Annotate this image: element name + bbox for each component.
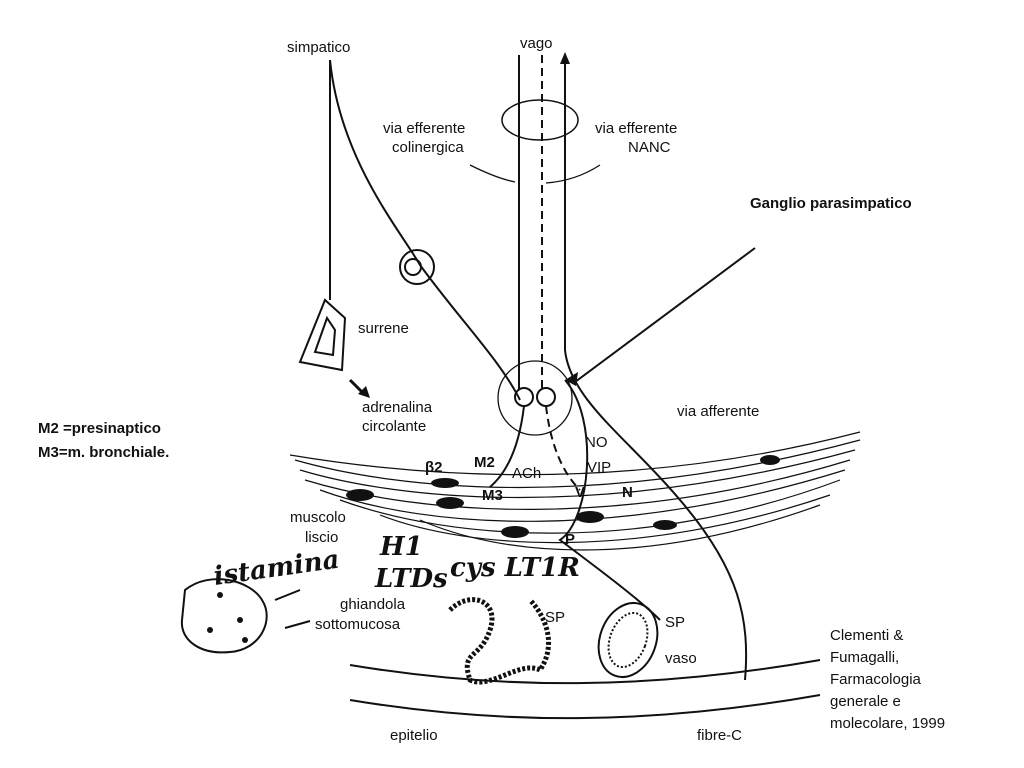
label-ach: ACh — [512, 465, 541, 482]
label-via-afferente: via afferente — [677, 403, 759, 420]
label-liscio: liscio — [305, 529, 338, 546]
note-m2: M2 =presinaptico — [38, 420, 161, 437]
citation: Clementi & Fumagalli, Farmacologia gener… — [830, 627, 945, 732]
label-circolante: circolante — [362, 418, 426, 435]
label-m2: M2 — [474, 454, 495, 471]
label-no: NO — [585, 434, 608, 451]
handwritten-h1: H1 — [379, 532, 423, 562]
blood-vessel — [597, 602, 659, 678]
afferent-fiber — [564, 60, 748, 681]
arrowhead — [358, 386, 370, 398]
note-m3: M3=m. bronchiale. — [38, 444, 169, 461]
vagus-ellipse — [501, 99, 579, 141]
handwritten-cyslt1r: cys LT1R — [450, 553, 580, 583]
ganglion-cell — [536, 387, 556, 407]
pointer-nanc — [545, 164, 601, 184]
vessel-lumen — [607, 611, 649, 669]
label-vago: vago — [520, 35, 553, 52]
pointer-line — [284, 620, 311, 629]
pointer-colinergica — [469, 164, 516, 183]
handwritten-istamina: istamina — [212, 545, 341, 592]
cell-nuclei — [207, 455, 780, 643]
arrowhead — [565, 372, 578, 386]
epithelium-bottom — [349, 694, 821, 720]
label-ganglio-parasimpatico: Ganglio parasimpatico — [750, 195, 912, 212]
arrowhead — [560, 52, 570, 64]
label-vip: VIP — [587, 459, 611, 476]
label-vaso: vaso — [665, 650, 697, 667]
label-adrenalina: adrenalina — [362, 399, 433, 416]
ganglio-arrow — [574, 247, 756, 383]
label-fibre-c: fibre-C — [697, 727, 742, 744]
citation-line: Clementi & — [830, 627, 903, 644]
label-via-efferente-colinergica: via efferente — [383, 120, 465, 137]
citation-line: molecolare, 1999 — [830, 715, 945, 732]
label-muscolo: muscolo — [290, 509, 346, 526]
label-epitelio: epitelio — [390, 727, 438, 744]
sympathetic-fiber — [329, 59, 521, 401]
pointer-line — [274, 589, 301, 601]
postganglionic-cholinergic — [489, 405, 525, 488]
label-n: N — [622, 484, 633, 501]
postganglionic-nanc — [545, 405, 581, 491]
sympathetic-ganglion — [399, 249, 435, 285]
ganglion-cell — [404, 258, 422, 276]
mast-cell — [180, 578, 268, 654]
label-sp: SP — [665, 614, 685, 631]
label-v: V — [575, 484, 585, 501]
adrenal-gland — [298, 298, 347, 372]
handwritten-ltds: LTDs — [374, 564, 448, 594]
submucosal-gland — [448, 597, 552, 685]
label-nanc: NANC — [628, 139, 671, 156]
epithelium-top — [349, 659, 821, 685]
label-sottomucosa: sottomucosa — [315, 616, 401, 633]
label-via-efferente-nanc: via efferente — [595, 120, 677, 137]
label-ghiandola: ghiandola — [340, 596, 406, 613]
adrenal-inner — [313, 315, 337, 357]
label-beta2: β2 — [425, 459, 443, 476]
citation-line: Fumagalli, — [830, 649, 899, 666]
label-surrene: surrene — [358, 320, 409, 337]
label-m3: M3 — [482, 487, 503, 504]
smooth-muscle — [289, 431, 861, 551]
label-simpatico: simpatico — [287, 39, 350, 56]
citation-line: generale e — [830, 693, 901, 710]
label-p: P — [565, 531, 575, 548]
citation-line: Farmacologia — [830, 671, 922, 688]
sensory-branch — [558, 379, 661, 621]
parasympathetic-ganglion — [497, 360, 573, 436]
label-sp: SP — [545, 609, 565, 626]
label-colinergica: colinergica — [392, 139, 464, 156]
